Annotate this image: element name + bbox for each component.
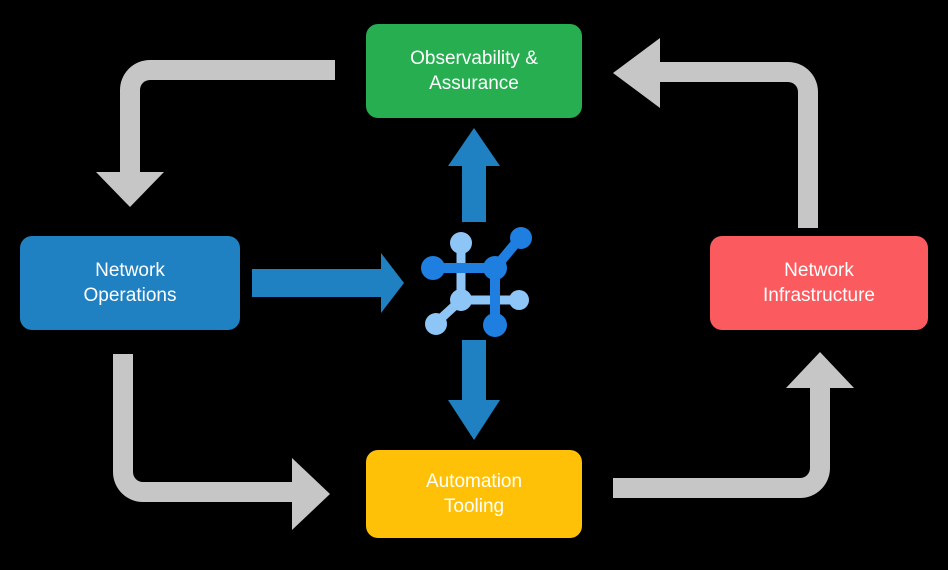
node-automation-tooling[interactable]: Automation Tooling <box>366 450 582 538</box>
node-network-operations[interactable]: Network Operations <box>20 236 240 330</box>
arrow-operations-to-automation <box>113 354 330 530</box>
node-observability-label: Observability & Assurance <box>410 47 538 94</box>
node-automation-label: Automation Tooling <box>425 470 523 517</box>
arrow-center-to-automation <box>448 340 500 440</box>
arrow-observability-to-operations <box>96 60 335 207</box>
arrow-center-to-observability <box>448 128 500 222</box>
arrow-automation-to-infrastructure <box>613 352 854 498</box>
arrow-infrastructure-to-observability <box>613 38 818 228</box>
node-observability-assurance[interactable]: Observability & Assurance <box>366 24 582 118</box>
network-mesh-icon <box>421 227 532 337</box>
node-infrastructure-label: Network Infrastructure <box>763 259 875 306</box>
node-operations-label: Network Operations <box>83 259 177 306</box>
arrow-operations-to-center <box>252 253 404 313</box>
node-network-infrastructure[interactable]: Network Infrastructure <box>710 236 928 330</box>
